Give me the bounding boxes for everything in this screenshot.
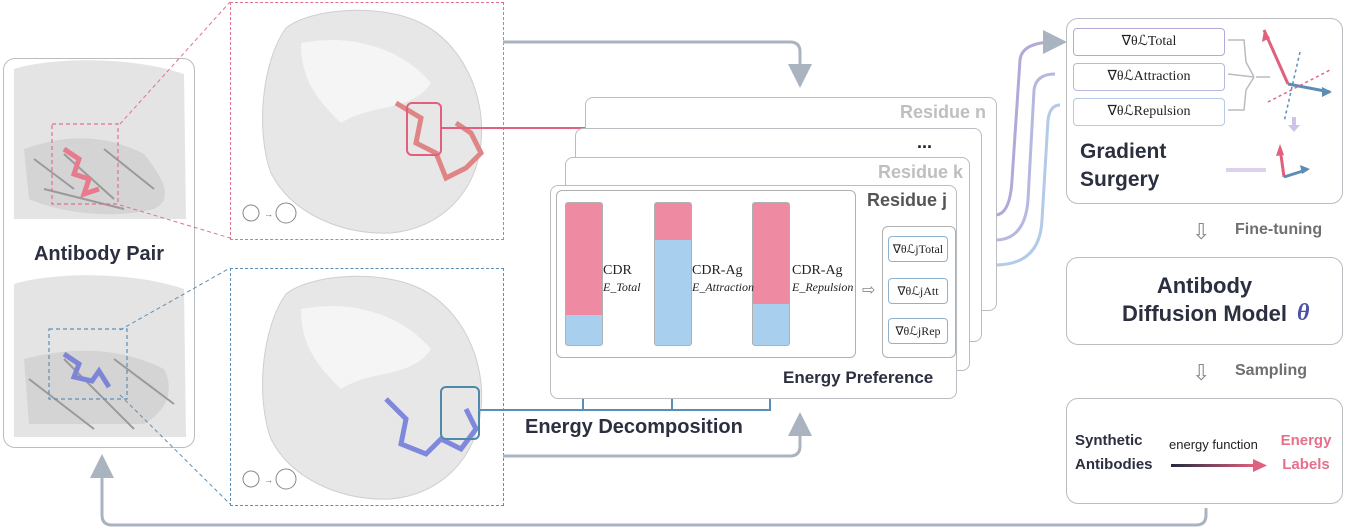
model-title: Antibody Diffusion Model (1067, 272, 1342, 328)
bar-repulsion-pink (753, 203, 789, 304)
bar-label-attraction: CDR-Ag E_Attraction (692, 263, 754, 295)
residue-j-label: Residue j (867, 190, 948, 210)
grad-attraction-box: ∇θℒAttraction (1073, 63, 1225, 91)
arrow-right-icon: ⇨ (862, 282, 876, 299)
bar-label-cdr: CDR E_Total (603, 263, 641, 295)
synthetic-antibodies-label: Synthetic Antibodies (1075, 432, 1153, 473)
bar-label-repulsion-main: CDR-Ag (792, 263, 843, 278)
antibody-pair-panel: Antibody Pair (3, 58, 195, 448)
bar-cdr-ag-repulsion (752, 202, 790, 346)
grad-rep-j: ∇θℒjRep (888, 318, 948, 344)
grad-total-j: ∇θℒjTotal (888, 236, 948, 262)
rotate-icon-bottom: → (242, 468, 297, 490)
energy-decomposition-label: Energy Decomposition (525, 416, 743, 438)
bar-label-repulsion: CDR-Ag E_Repulsion (792, 263, 853, 295)
bar-attraction-pink (655, 203, 691, 240)
bar-label-attraction-main: CDR-Ag (692, 263, 743, 278)
svg-text:→: → (264, 475, 273, 485)
residue-dots-label: ... (917, 132, 933, 152)
rotate-icon-top: → (242, 202, 297, 224)
sampling-label: Sampling (1235, 362, 1308, 379)
model-title-text: Antibody Diffusion Model (1122, 273, 1287, 326)
grad-att-j: ∇θℒjAtt (888, 278, 948, 304)
grad-repulsion-box: ∇θℒRepulsion (1073, 98, 1225, 126)
fine-tuning-arrow-icon: ⇩ (1192, 219, 1211, 244)
energy-function-arrow (1171, 459, 1267, 472)
svg-text:→: → (264, 209, 273, 219)
gradient-surgery-title: Gradient Surgery (1080, 140, 1167, 191)
residue-n-label: Residue n (900, 102, 987, 122)
energy-preference-label: Energy Preference (783, 368, 934, 387)
bar-label-repulsion-sub: E_Repulsion (792, 280, 854, 294)
protein-surface-top: → (242, 9, 485, 234)
energy-labels-text: Energy Labels (1280, 432, 1332, 473)
model-theta-symbol: θ (1297, 300, 1310, 326)
fine-tuning-label: Fine-tuning (1235, 221, 1323, 238)
synthetic-panel: Synthetic Antibodies energy function Ene… (1066, 398, 1343, 504)
protein-surface-bottom: → (242, 275, 483, 500)
zoom-box-top: → (230, 2, 504, 240)
bar-cdr-total (565, 202, 603, 346)
bar-label-attraction-sub: E_Attraction (692, 280, 754, 294)
bar-label-cdr-sub: E_Total (603, 280, 641, 294)
zoom-box-bottom: → (230, 268, 504, 506)
energy-function-label: energy function (1169, 437, 1258, 452)
bar-cdr-ag-attraction (654, 202, 692, 346)
antibody-pair-title: Antibody Pair (4, 241, 194, 268)
energy-bars-box (556, 190, 856, 358)
sampling-arrow-icon: ⇩ (1192, 360, 1211, 385)
diffusion-model-panel: Antibody Diffusion Model θ (1066, 257, 1343, 345)
grad-total-box: ∇θℒTotal (1073, 28, 1225, 56)
bar-label-cdr-main: CDR (603, 263, 632, 278)
bar-cdr-total-pink (566, 203, 602, 316)
residue-k-label: Residue k (878, 162, 964, 182)
gradient-vectors-diagram (1226, 29, 1332, 179)
